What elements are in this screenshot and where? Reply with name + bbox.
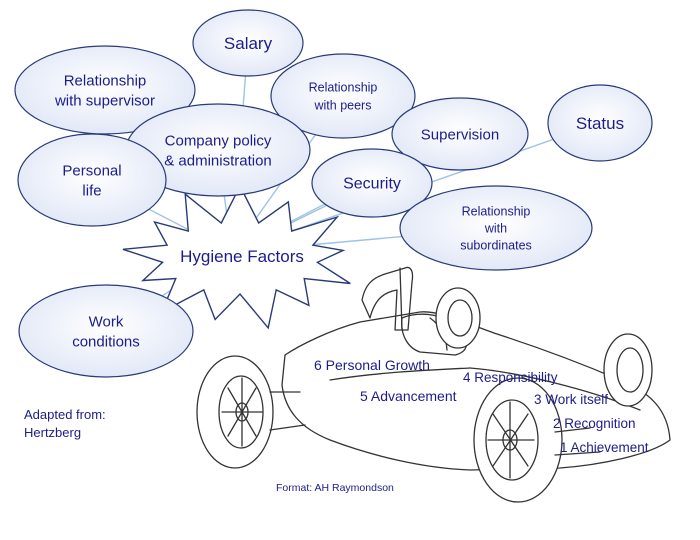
bubble-label-line: Status: [576, 114, 624, 133]
race-car-illustration: [196, 266, 671, 503]
bubble-company-policy: Company policy & administration: [125, 103, 311, 197]
bubble-shape: [14, 45, 196, 135]
bubble-shape: [399, 185, 593, 271]
bubble-relationship-with-supervisor: Relationship with supervisor: [14, 45, 196, 135]
bubble-label-line: with: [484, 221, 507, 235]
bubble-label-line: Supervision: [421, 126, 499, 143]
hygiene-factors-starburst: [122, 184, 351, 330]
source-note-line-1: Adapted from:: [24, 407, 106, 422]
bubble-shape: [17, 133, 167, 227]
car-wheel-rear-right: [435, 287, 481, 349]
motivator-responsibility: 4 Responsibility: [463, 370, 558, 385]
bubble-work-conditions: Work conditions: [18, 284, 194, 378]
bubble-relationship-with-subordinates: Relationship with subordinates: [399, 185, 593, 271]
bubble-shape: [547, 84, 653, 162]
bubble-label-line: Relationship: [462, 204, 531, 218]
hygiene-factors-label: Hygiene Factors: [180, 247, 304, 266]
car-rear-wing: [361, 266, 414, 331]
bubble-shape: [192, 9, 304, 77]
motivator-achievement: 1 Achievement: [560, 440, 649, 455]
bubble-label-line: with supervisor: [54, 92, 155, 109]
format-credit: Format: AH Raymondson: [276, 482, 394, 494]
bubble-label-line: Security: [343, 176, 401, 193]
car-wheel-rear-left: [196, 355, 274, 469]
bubble-shape: [311, 148, 433, 218]
motivator-advancement: 5 Advancement: [360, 388, 457, 404]
bubble-label-line: life: [82, 182, 101, 199]
car-wheel-front-right: [603, 333, 653, 407]
bubble-supervision: Supervision: [391, 97, 529, 171]
motivator-labels: 6 Personal Growth 4 Responsibility 5 Advan…: [314, 357, 649, 455]
bubble-label-line: & administration: [164, 152, 272, 169]
source-note-line-2: Hertzberg: [24, 425, 82, 440]
bubble-label-line: Salary: [224, 34, 273, 53]
bubble-personal-life: Personal life: [17, 133, 167, 227]
car-body: [281, 311, 671, 471]
bubble-relationship-with-peers: Relationship with peers: [270, 53, 416, 139]
bubble-shape: [270, 53, 416, 139]
bubble-label-line: Work: [89, 313, 124, 330]
bubble-shape: [18, 284, 194, 378]
bubble-label-line: subordinates: [460, 238, 532, 252]
bubble-shape: [391, 97, 529, 171]
motivator-work-itself: 3 Work itself: [534, 392, 608, 407]
bubble-label-line: Company policy: [165, 132, 272, 149]
bubble-label-line: with peers: [314, 98, 372, 112]
car-wheel-front-left: [473, 377, 563, 503]
source-note: Adapted from: Hertzberg: [24, 406, 106, 442]
bubble-label-line: conditions: [72, 333, 140, 350]
bubble-label-line: Relationship: [64, 72, 147, 89]
bubble-label-line: Relationship: [309, 80, 378, 94]
bubble-label-line: Personal: [62, 162, 121, 179]
bubble-security: Security: [311, 148, 433, 218]
motivator-personal-growth: 6 Personal Growth: [314, 357, 430, 373]
bubble-status: Status: [547, 84, 653, 162]
bubble-salary: Salary: [192, 9, 304, 77]
motivator-recognition: 2 Recognition: [553, 416, 636, 431]
